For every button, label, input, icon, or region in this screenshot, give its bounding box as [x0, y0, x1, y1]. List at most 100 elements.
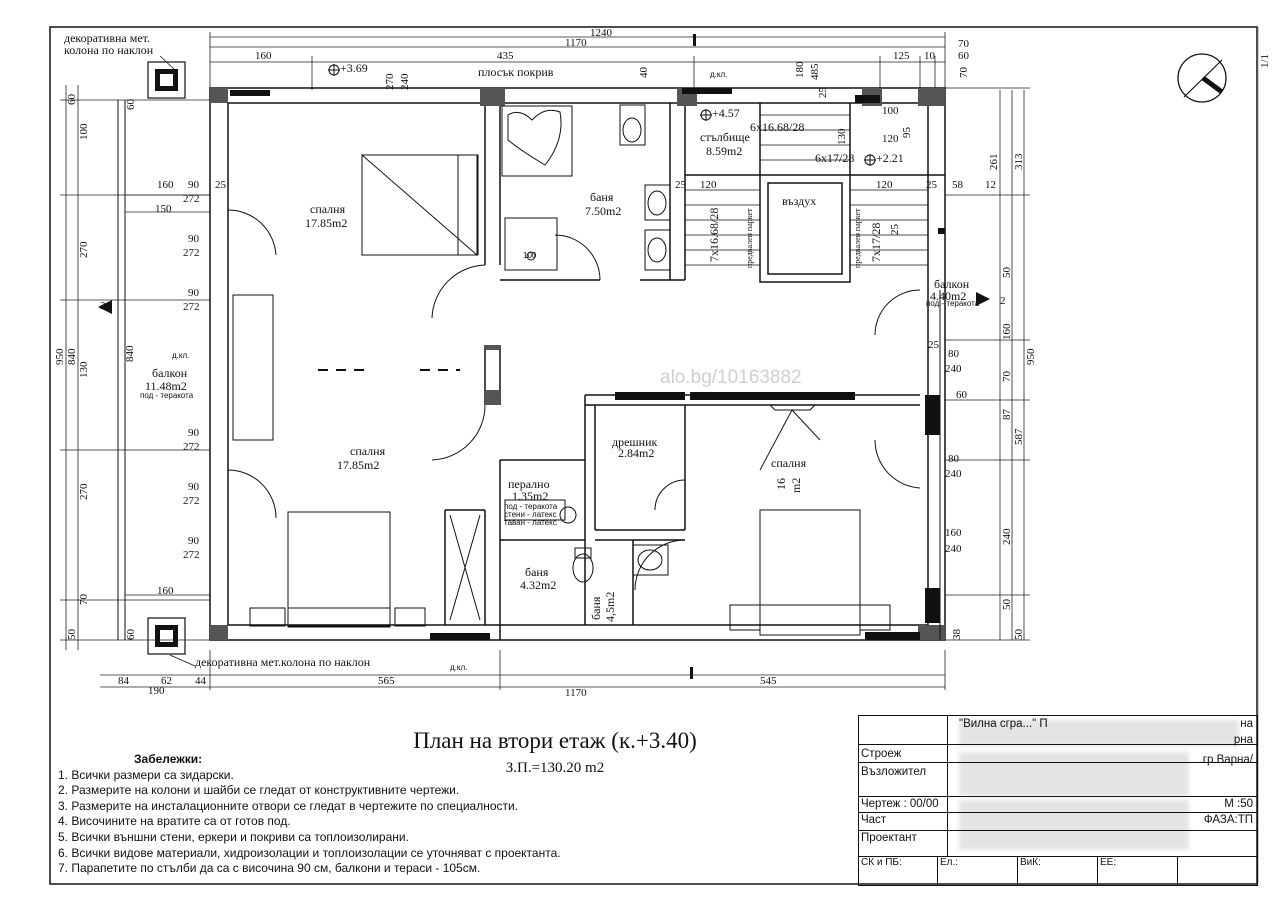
- dim-125-top: 125: [893, 50, 910, 62]
- room-laundry-name: перално: [508, 477, 550, 491]
- stamp-city: гр.Варна/: [1202, 754, 1253, 766]
- balcony-left-name: балкон: [152, 366, 188, 380]
- room-bedroom-3-name: спалня: [771, 456, 807, 470]
- dim-160b-left: 160: [157, 585, 174, 597]
- dim-10-top: 10: [924, 50, 936, 62]
- room-bedroom-3-unit: m2: [789, 478, 803, 493]
- dim-12: 12: [985, 179, 996, 191]
- dim-272c: 272: [183, 301, 200, 313]
- dim-left-100: 100: [78, 123, 90, 140]
- dim-left-70: 70: [78, 594, 90, 606]
- room-laundry-area: 1.35m2: [512, 489, 548, 503]
- dim-272a: 272: [183, 193, 200, 205]
- stamp-field-3: ВиК:: [1017, 857, 1096, 885]
- stamp-phase: ФАЗА:ТП: [1203, 814, 1253, 826]
- parquet-label-2: предвален паркет: [853, 208, 862, 268]
- room-bedroom-1-name: спалня: [310, 202, 346, 216]
- plan-title-block: План на втори етаж (к.+3.40) З.П.=130.20…: [375, 728, 735, 777]
- balcony-right-floor: под - теракота: [926, 299, 980, 308]
- top-dimensions: [209, 32, 946, 90]
- chimney-top-label: д.кл.: [710, 70, 727, 79]
- watermark: alo.bg/10163882: [660, 367, 802, 388]
- room-bath-1-name: баня: [590, 190, 614, 204]
- dim-950-right: 950: [1025, 348, 1037, 365]
- stair-dim-120a: 120: [700, 179, 717, 191]
- dim-left-60: 60: [66, 94, 78, 106]
- dim-160-top: 160: [255, 50, 272, 62]
- balcony-left-floor: под - теракота: [140, 391, 194, 400]
- stamp-field-4: ЕЕ:: [1097, 857, 1176, 885]
- dim-44: 44: [195, 675, 207, 687]
- flat-roof-label: плосък покрив: [478, 65, 554, 79]
- dim-90a: 90: [188, 179, 200, 191]
- dim-25-left: 25: [215, 179, 227, 191]
- dim-25b-right: 25: [928, 339, 940, 351]
- stamp-field-2: Ел.:: [937, 857, 1016, 885]
- dim-left-840b: 840: [124, 345, 136, 362]
- dim-545: 545: [760, 675, 777, 687]
- balcony-left-area: 11.48m2: [145, 379, 187, 393]
- dim-272d: 272: [183, 441, 200, 453]
- room-stair-area: 8.59m2: [706, 144, 742, 158]
- laundry-walls: стени - латекс: [504, 510, 557, 519]
- dim-25-top: 25: [817, 87, 829, 99]
- dim-150: 150: [155, 203, 172, 215]
- dim-60-right: 60: [956, 389, 968, 401]
- dim-261: 261: [988, 154, 1000, 171]
- laundry-floor: под - теракота: [504, 502, 558, 511]
- dim-240-top: 240: [399, 73, 411, 90]
- dim-left-60c: 60: [125, 629, 137, 641]
- note-item: 2. Размерите на колони и шайби се гледат…: [58, 783, 460, 798]
- sheet-frame: [49, 26, 1258, 885]
- note-item: 6. Всички видове материали, хидроизолаци…: [58, 845, 561, 860]
- stair-steps-3: 7x16.68/28: [707, 208, 721, 262]
- page-number: 1/1: [1259, 54, 1271, 68]
- dim-84: 84: [118, 675, 130, 687]
- balcony-right-area: 4.40m2: [930, 289, 966, 303]
- walls: [209, 87, 946, 641]
- stamp-drawing-label: Чертеж : 00/00: [861, 798, 939, 810]
- right-dimensions: [945, 87, 1030, 641]
- wall-fill: [210, 88, 945, 640]
- dim-50a-right: 50: [1001, 267, 1013, 279]
- notes-block: Забележки: 1. Всички размери са зидарски…: [58, 752, 698, 877]
- stair-dim-95: 95: [901, 127, 913, 139]
- room-bedroom-2-name: спалня: [350, 444, 386, 458]
- balcony-left-chimney: д.кл.: [172, 351, 189, 360]
- stamp-part-label: Част: [861, 814, 887, 826]
- room-bedroom-2-area: 17.85m2: [337, 458, 379, 472]
- dim-587: 587: [1013, 428, 1025, 445]
- room-bedroom-3-num: 16: [774, 478, 788, 490]
- dim-1170-bottom: 1170: [565, 687, 587, 699]
- dim-90b: 90: [188, 233, 200, 245]
- chimney-bottom-label: д.кл.: [450, 663, 467, 672]
- dim-272e: 272: [183, 495, 200, 507]
- wall-hatch: [230, 88, 945, 640]
- room-closet-name: дрешник: [612, 435, 658, 449]
- dim-left-950: 950: [54, 348, 66, 365]
- dim-1240: 1240: [590, 27, 613, 39]
- decor-column-label-2: колона по наклон: [64, 43, 154, 57]
- axis-2-left: 2: [100, 300, 106, 312]
- stamp-investor-label: Строеж: [861, 748, 902, 760]
- north-arrow-icon: [1177, 53, 1227, 103]
- dim-240a: 240: [945, 363, 962, 375]
- dim-313: 313: [1013, 153, 1025, 170]
- dim-270-top: 270: [384, 73, 396, 90]
- dim-160b-right: 160: [945, 527, 962, 539]
- level-369: +3.69: [340, 61, 368, 75]
- decor-column-bottom: [147, 617, 186, 655]
- stamp-top-right: на: [1240, 718, 1253, 730]
- stair-steps: [685, 114, 928, 266]
- stamp-field-1: СК и ПБ:: [861, 857, 902, 868]
- dim-70b-top: 70: [958, 67, 970, 79]
- dim-240b: 240: [945, 468, 962, 480]
- stamp-designer-label: Проектант: [861, 832, 917, 844]
- plan-area: З.П.=130.20 m2: [505, 760, 605, 776]
- stamp-scale: М :50: [1224, 798, 1253, 810]
- notes-heading: Забележки:: [134, 752, 203, 766]
- stair-steps-4: 7x17/28: [869, 223, 883, 262]
- parquet-label-1: предвален паркет: [745, 208, 754, 268]
- fixtures: [232, 104, 891, 636]
